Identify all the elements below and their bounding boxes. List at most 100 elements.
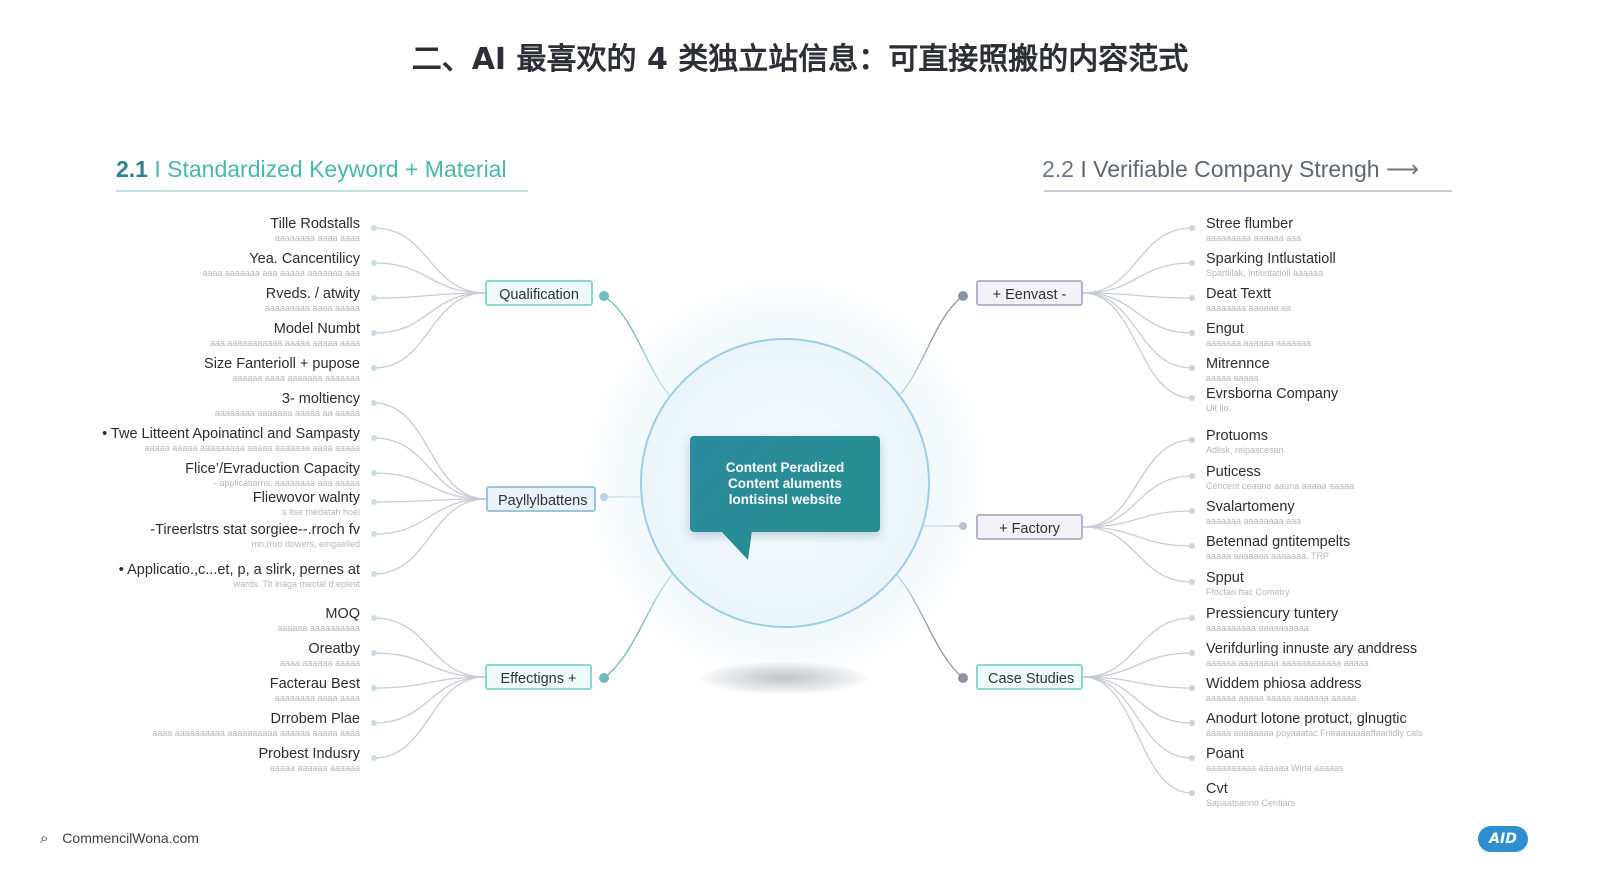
connector-line (1082, 475, 1193, 528)
leaf-label: Model Numbt (273, 321, 360, 337)
connector-line (1082, 526, 1193, 547)
connector-line (373, 652, 486, 678)
connector-dot (1189, 395, 1195, 401)
left-leaf-item: • Applicatio.,c...et, p, a slirk, pernes… (70, 562, 360, 589)
leaf-sublabel: aaaaaa aaaaaaaaaa (277, 623, 360, 633)
connector-line (1082, 292, 1193, 299)
connector-dot (1189, 579, 1195, 585)
leaf-sublabel: aaaaaaaa aaaa aaaa (274, 233, 360, 243)
node-effectigns[interactable]: Effectigns + (485, 664, 592, 690)
leaf-label: Widdem phiosa address (1206, 676, 1362, 692)
connector-dot (371, 650, 377, 656)
leaf-sublabel: aaaaa aaaaaa aaaaaa (269, 763, 360, 773)
connector-dot (371, 225, 377, 231)
leaf-sublabel: aaaaaa aaaa aaaaaaa aaaaaaa (232, 373, 360, 383)
hub-dot (599, 291, 609, 301)
connector-dot (371, 755, 377, 761)
leaf-label: Anodurt lotone protuct, glnugtic (1206, 711, 1407, 727)
leaf-sublabel: aaaaaaaaaa aaaaaaaaaa (1206, 623, 1309, 633)
connector-line (1082, 676, 1193, 794)
connector-line (373, 262, 486, 294)
brand-logo: AID (1478, 826, 1528, 852)
speech-bubble-tail (720, 530, 752, 560)
node-factory[interactable]: + Factory (976, 514, 1083, 540)
leaf-sublabel: wards. Tlt lnaga mectal d.eplest (233, 579, 360, 589)
hub-dot (958, 291, 968, 301)
footer-url: CommencilWona.com (62, 830, 199, 846)
connector-dot (1189, 295, 1195, 301)
leaf-sublabel: aaaaaa aaaaaaaa aaaaaaaaaaaa aaaaa (1206, 658, 1369, 668)
arrow-right-icon: ⟶ (1385, 156, 1419, 182)
leaf-sublabel: aaa aaaaaaaaaaa aaaaa aaaaa aaaa (209, 338, 360, 348)
leaf-label: Oreatby (308, 641, 360, 657)
leaf-sublabel: Uit llo. (1206, 403, 1232, 413)
leaf-label: Spput (1206, 570, 1244, 586)
connector-dot (371, 615, 377, 621)
leaf-sublabel: Spartlilak, Intlustatioll aaaaaa (1206, 268, 1324, 278)
connector-dot (1189, 755, 1195, 761)
connector-line (1082, 262, 1193, 294)
center-speech-bubble: Content Peradized Content aluments lonti… (690, 436, 880, 532)
leaf-sublabel: aaaaa aaaaaaaa poyaaatac.Fneaaaaaaaffaar… (1206, 728, 1423, 738)
node-qualification[interactable]: Qualification (485, 280, 593, 306)
connector-dot (1189, 685, 1195, 691)
connector-line (1082, 439, 1193, 528)
connector-dot (1189, 365, 1195, 371)
connector-line (1082, 526, 1193, 583)
node-case-studies[interactable]: Case Studies (976, 664, 1083, 690)
connector-line (373, 437, 487, 500)
center-text-line: Content Peradized (725, 460, 845, 475)
left-leaf-item: Flice’/Evraduction Capacity- applicatiar… (70, 461, 360, 488)
connector-line (373, 498, 487, 535)
connector-line (1082, 676, 1193, 759)
leaf-label: Yea. Cancentilicy (249, 251, 360, 267)
connector-dot (371, 295, 377, 301)
connector-line (1082, 676, 1193, 724)
leaf-sublabel: aaaaa aaaaa (1206, 373, 1259, 383)
connector-line (1082, 617, 1193, 678)
connector-dot (1189, 330, 1195, 336)
leaf-sublabel: aaaaaaaa aaaa aaaa (274, 693, 360, 703)
section-underline-right (1044, 190, 1452, 192)
connector-dot (371, 531, 377, 537)
connector-dot (1189, 790, 1195, 796)
leaf-sublabel: Cencent ceaane aauna aaaaa aaaaa (1206, 481, 1355, 491)
leaf-label: Betennad gntitempelts (1206, 534, 1351, 550)
node-payllylbattens[interactable]: Payllylbattens (486, 486, 596, 512)
node-eenvast[interactable]: + Eenvast - (976, 280, 1083, 306)
leaf-label: Tille Rodstalls (270, 216, 360, 232)
connector-dot (1189, 260, 1195, 266)
leaf-label: Poant (1206, 746, 1244, 762)
section-separator-left: I (154, 156, 161, 182)
connector-line (373, 292, 486, 299)
leaf-label: Evrsborna Company (1206, 386, 1339, 402)
connector-line (1082, 510, 1193, 528)
center-text-line: Content aluments (727, 476, 842, 491)
connector-line (373, 676, 486, 724)
leaf-label: Fliewovor walnty (252, 490, 360, 506)
leaf-sublabel: aaaaaaaaa aaaaaa aaa (1206, 233, 1302, 243)
connector-line (373, 498, 487, 575)
leaf-label: MOQ (325, 606, 360, 622)
connector-dot (371, 470, 377, 476)
connector-dot (1189, 615, 1195, 621)
